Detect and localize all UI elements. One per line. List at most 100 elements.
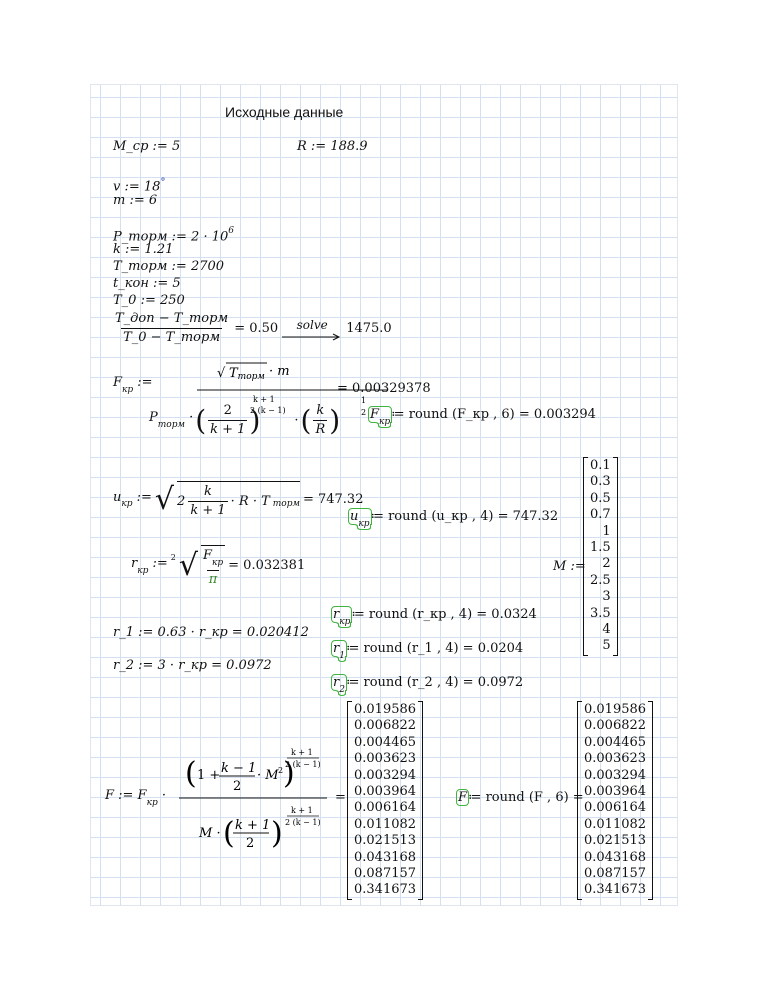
t-torm-definition[interactable]: T_торм := 2700 [113,259,225,274]
m-definition[interactable]: m := 6 [113,193,158,208]
f-round-vector-cell: 0.087157 [584,866,647,882]
svg-text:2: 2 [361,408,366,417]
f-round-vector-cell: 0.019586 [584,702,647,717]
f-round-vector-cell: 0.004465 [584,734,647,750]
r1-round-expr: ≔ round (r_1 , 4) = 0.0204 [345,641,524,656]
m-vector-cell: 0.5 [590,490,611,506]
svg-text:Tторм: Tторм [229,366,265,382]
solve-rhs: = 0.50 [234,320,279,336]
f-round-vector-cell: 0.006822 [584,718,647,734]
f-kr-round-definition[interactable]: Fкр≔ round (F_кр , 6) = 0.003294 [367,406,596,428]
f-kr-round-expr: ≔ round (F_кр , 6) = 0.003294 [391,407,596,422]
t-kon-definition[interactable]: t_кон := 5 [113,276,181,291]
r1-definition[interactable]: r_1 := 0.63 · r_кр = 0.020412 [113,625,309,640]
f-round-vector-cell: 0.003623 [584,751,647,767]
solve-arrow: solve [282,317,342,341]
r2-definition[interactable]: r_2 := 3 · r_кр = 0.0972 [113,658,272,673]
r-kr-value: = 0.032381 [228,558,306,574]
degree-icon: ° [160,177,166,188]
r-kr-round-var: rкр [330,606,353,627]
r-definition[interactable]: R := 188.9 [297,139,368,154]
svg-text:· M: · M [257,768,279,783]
r2-round-definition[interactable]: r2≔ round (r_2 , 4) = 0.0972 [331,674,524,696]
f-round-vector-cell: 0.341673 [584,882,647,898]
m-vector-cell: 0.7 [590,507,611,523]
r2-round-expr: ≔ round (r_2 , 4) = 0.0972 [345,675,524,690]
v-definition[interactable]: v := 18° [113,175,165,195]
m-vector-cell: 2.5 [590,572,611,588]
f-vector-cell: 0.087157 [354,866,417,882]
u-kr-value: = 747.32 [302,492,364,507]
f-round-vector-cell: 0.006164 [584,800,647,816]
f-vector-cell: 0.043168 [354,849,417,865]
u-kr-round-expr: ≔ round (u_кр , 4) = 747.32 [370,509,559,524]
solve-keyword: solve [296,317,328,332]
f-kr-value: = 0.00329378 [337,381,431,396]
f-vector-cell: 0.021513 [354,833,417,849]
m-vector-cell: 4 [602,622,611,638]
f-round-vector-cell: 0.021513 [584,833,647,849]
m-vector-cell: 0.3 [590,474,611,490]
f-vector-cell: 0.019586 [354,702,417,717]
svg-text:): ) [283,756,295,791]
f-round-definition[interactable]: F≔ round (F , 6) = [455,789,584,806]
svg-text:): ) [271,816,283,851]
f-formula: k + 1 2 (k − 1) ( 1 + k − 1 2 · M 2 ) k … [179,748,327,851]
m-vector-cell: 3.5 [590,605,611,621]
f-round-vector-cell: 0.043168 [584,849,647,865]
f-vector-cell: 0.341673 [354,882,417,898]
m-vector-lhs: M := [553,559,586,574]
solve-block[interactable]: T_доп − T_торм T_0 − T_торм = 0.50 solve… [113,311,392,346]
f-kr-lhs: Fкр := [113,375,153,395]
m-vector-cell: 0.1 [590,458,611,473]
r2-round-var: r2 [331,674,347,695]
f-equals: = [335,790,346,805]
f-vector-cell: 0.003623 [354,751,417,767]
p-torm-definition[interactable]: P_торм := 2 · 106 [113,225,234,245]
f-kr-formula: √ Tторм · m k + 1 2 (k − 1) 1 2 [197,362,387,417]
u-kr-round-definition[interactable]: uкр≔ round (u_кр , 4) = 747.32 [348,508,559,530]
svg-text:k + 1: k + 1 [235,818,270,833]
solve-fraction: T_доп − T_торм T_0 − T_торм [115,311,229,345]
m-vector-cell: 1.5 [590,540,611,556]
f-vector-cell: 0.003294 [354,767,417,783]
f-kr-definition[interactable]: Fкр := [113,375,153,396]
r-kr-round-definition[interactable]: rкр≔ round (r_кр , 4) = 0.0324 [330,606,537,628]
worksheet-title: Исходные данные [225,104,344,120]
r1-round-definition[interactable]: r1≔ round (r_1 , 4) = 0.0204 [331,640,524,662]
svg-text:(: ( [185,756,197,791]
p-torm-exponent: 6 [228,226,234,236]
f-vector-cell: 0.004465 [354,734,417,750]
f-round-vector-cell: 0.003964 [584,784,647,800]
m-sr-definition[interactable]: M_ср := 5 [113,139,181,154]
m-vector-cell: 2 [602,556,611,572]
r1-round-var: r1 [331,640,347,661]
f-vector-cell: 0.006822 [354,718,417,734]
f-round-expr: ≔ round (F , 6) = [468,790,584,805]
f-vector-cell: 0.003964 [354,784,417,800]
f-round-vector-cell: 0.003294 [584,767,647,783]
solve-result: 1475.0 [346,320,392,336]
t0-definition[interactable]: T_0 := 250 [113,293,185,308]
k-definition[interactable]: k := 1.21 [113,242,174,257]
m-vector-cell: 1 [602,523,611,539]
svg-text:2: 2 [278,766,283,775]
f-lhs: F := Fкр · [105,788,166,808]
u-kr-round-var: uкр [348,508,372,529]
svg-text:1: 1 [361,396,366,405]
m-vector-cell: 3 [602,589,611,605]
svg-text:2 (k − 1): 2 (k − 1) [250,406,286,415]
m-vector-cell: 5 [602,638,611,654]
svg-text:M ·: M · [198,826,221,841]
arrow-right-icon [282,333,341,340]
svg-text:2 (k − 1): 2 (k − 1) [285,818,321,827]
svg-text:√: √ [217,366,226,381]
svg-text:1 +: 1 + [197,768,220,783]
f-round-var: F [455,789,470,806]
